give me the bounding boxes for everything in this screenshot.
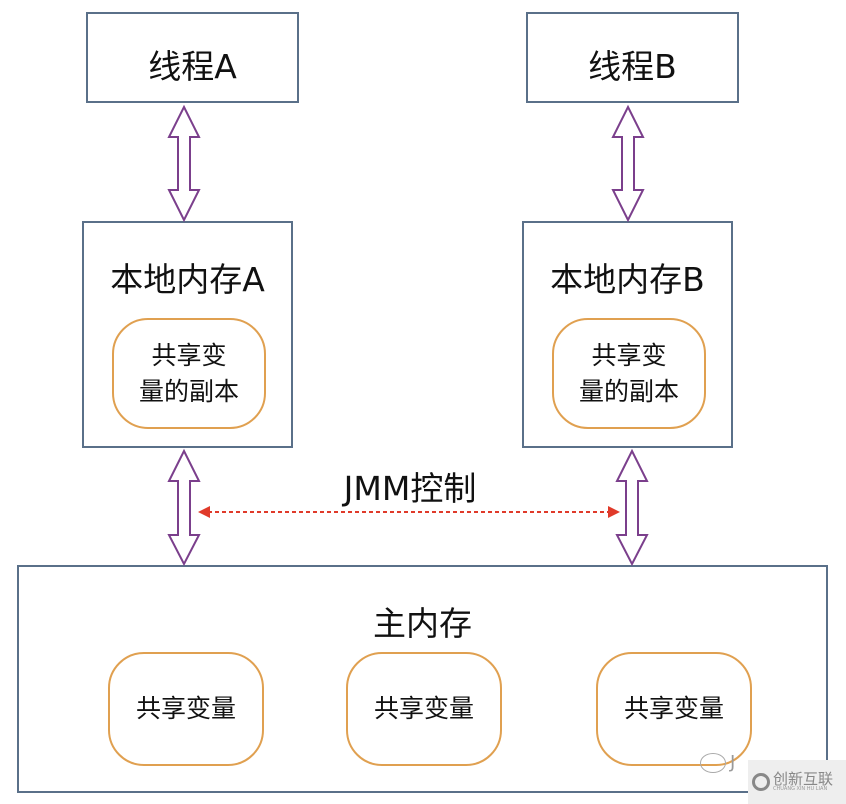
shared-variable-1: 共享变量 <box>108 652 264 766</box>
brand-watermark: 创新互联 CHUANG XIN HU LIAN <box>748 760 846 804</box>
main-memory-label: 主内存 <box>373 604 472 643</box>
wechat-text: J <box>730 752 736 773</box>
double-arrow-local-b-main <box>615 448 649 567</box>
main-memory-box: 主内存 共享变量 共享变量 共享变量 <box>17 565 828 793</box>
jmm-arrowhead-left <box>198 506 210 518</box>
shared-variable-2: 共享变量 <box>346 652 502 766</box>
shared-variable-copy-b: 共享变 量的副本 <box>552 318 706 429</box>
double-arrow-thread-a-local-a <box>167 104 201 223</box>
double-arrow-thread-b-local-b <box>611 104 645 223</box>
thread-b-box: 线程B <box>526 12 739 103</box>
shared-variable-3-label: 共享变量 <box>623 694 724 723</box>
double-arrow-local-a-main <box>167 448 201 567</box>
brand-subtext: CHUANG XIN HU LIAN <box>773 786 828 792</box>
brand-logo-icon <box>752 773 770 791</box>
local-memory-a-box: 本地内存A 共享变 量的副本 <box>82 221 293 448</box>
shared-variable-2-label: 共享变量 <box>373 694 474 723</box>
thread-a-label: 线程A <box>148 47 237 86</box>
local-memory-b-box: 本地内存B 共享变 量的副本 <box>522 221 733 448</box>
brand-text: 创新互联 <box>773 770 834 788</box>
copy-b-line1: 共享变 <box>591 340 667 370</box>
thread-b-label: 线程B <box>588 47 677 86</box>
wechat-icon <box>700 752 726 773</box>
copy-a-line1: 共享变 <box>151 340 227 370</box>
local-memory-b-label: 本地内存B <box>550 260 705 299</box>
shared-variable-3: 共享变量 <box>596 652 752 766</box>
thread-a-box: 线程A <box>86 12 299 103</box>
shared-variable-copy-a: 共享变 量的副本 <box>112 318 266 429</box>
jmm-arrowhead-right <box>608 506 620 518</box>
jmm-control-label: JMM控制 <box>343 469 477 508</box>
wechat-watermark: J <box>700 752 735 773</box>
copy-b-line2: 量的副本 <box>578 376 679 406</box>
shared-variable-1-label: 共享变量 <box>135 694 236 723</box>
local-memory-a-label: 本地内存A <box>110 260 265 299</box>
copy-a-line2: 量的副本 <box>138 376 239 406</box>
